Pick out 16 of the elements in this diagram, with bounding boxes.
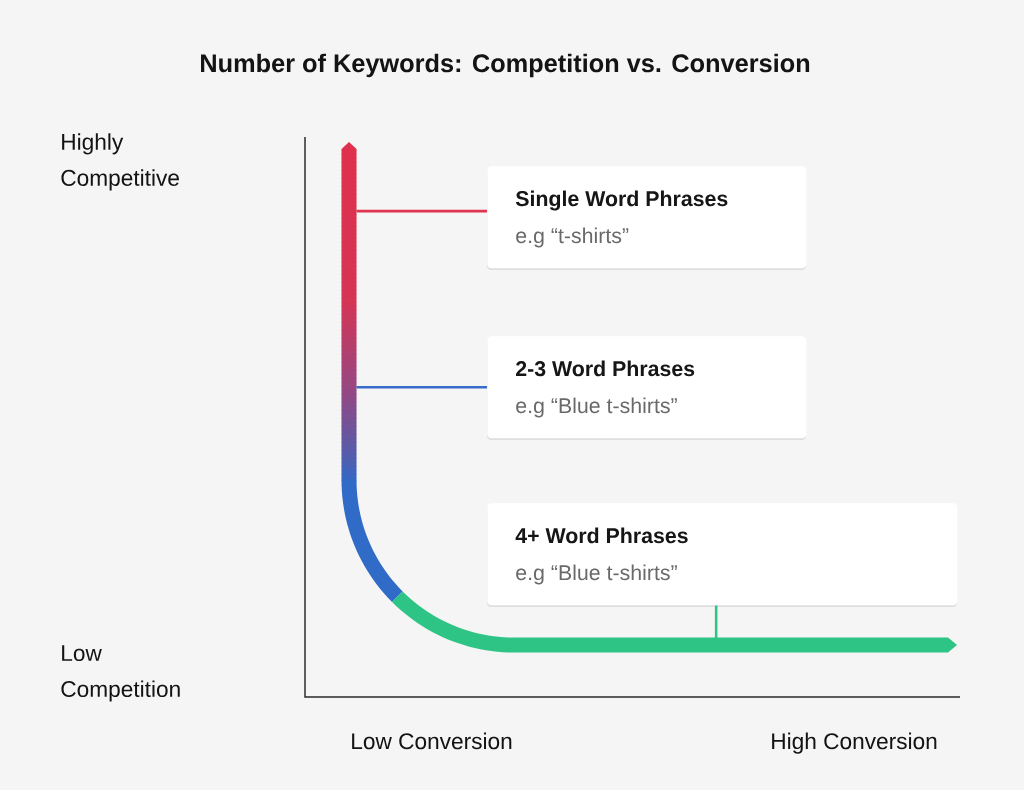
phrase-card xyxy=(487,336,807,440)
example-text: e.g “Blue t-shirts” xyxy=(516,397,677,418)
axis-label: Highly Competitive xyxy=(61,133,179,191)
axis-label: Low Competition xyxy=(61,645,180,702)
card-heading: 2-3 Word Phrases xyxy=(516,360,695,377)
example-text: e.g “Blue t-shirts” xyxy=(516,564,677,585)
phrase-card xyxy=(487,503,958,607)
leader-line xyxy=(356,386,487,389)
example-text: e.g “t-shirts” xyxy=(516,227,629,248)
axis-label: High Conversion xyxy=(772,732,937,754)
axis-label: Low Conversion xyxy=(352,732,512,750)
card-heading: 4+ Word Phrases xyxy=(515,527,688,544)
card-heading: Single Word Phrases xyxy=(515,190,728,211)
title: Number of Keywords: Competition vs. Conversion xyxy=(201,53,810,78)
phrase-card xyxy=(487,166,807,270)
leader-line xyxy=(356,209,487,213)
